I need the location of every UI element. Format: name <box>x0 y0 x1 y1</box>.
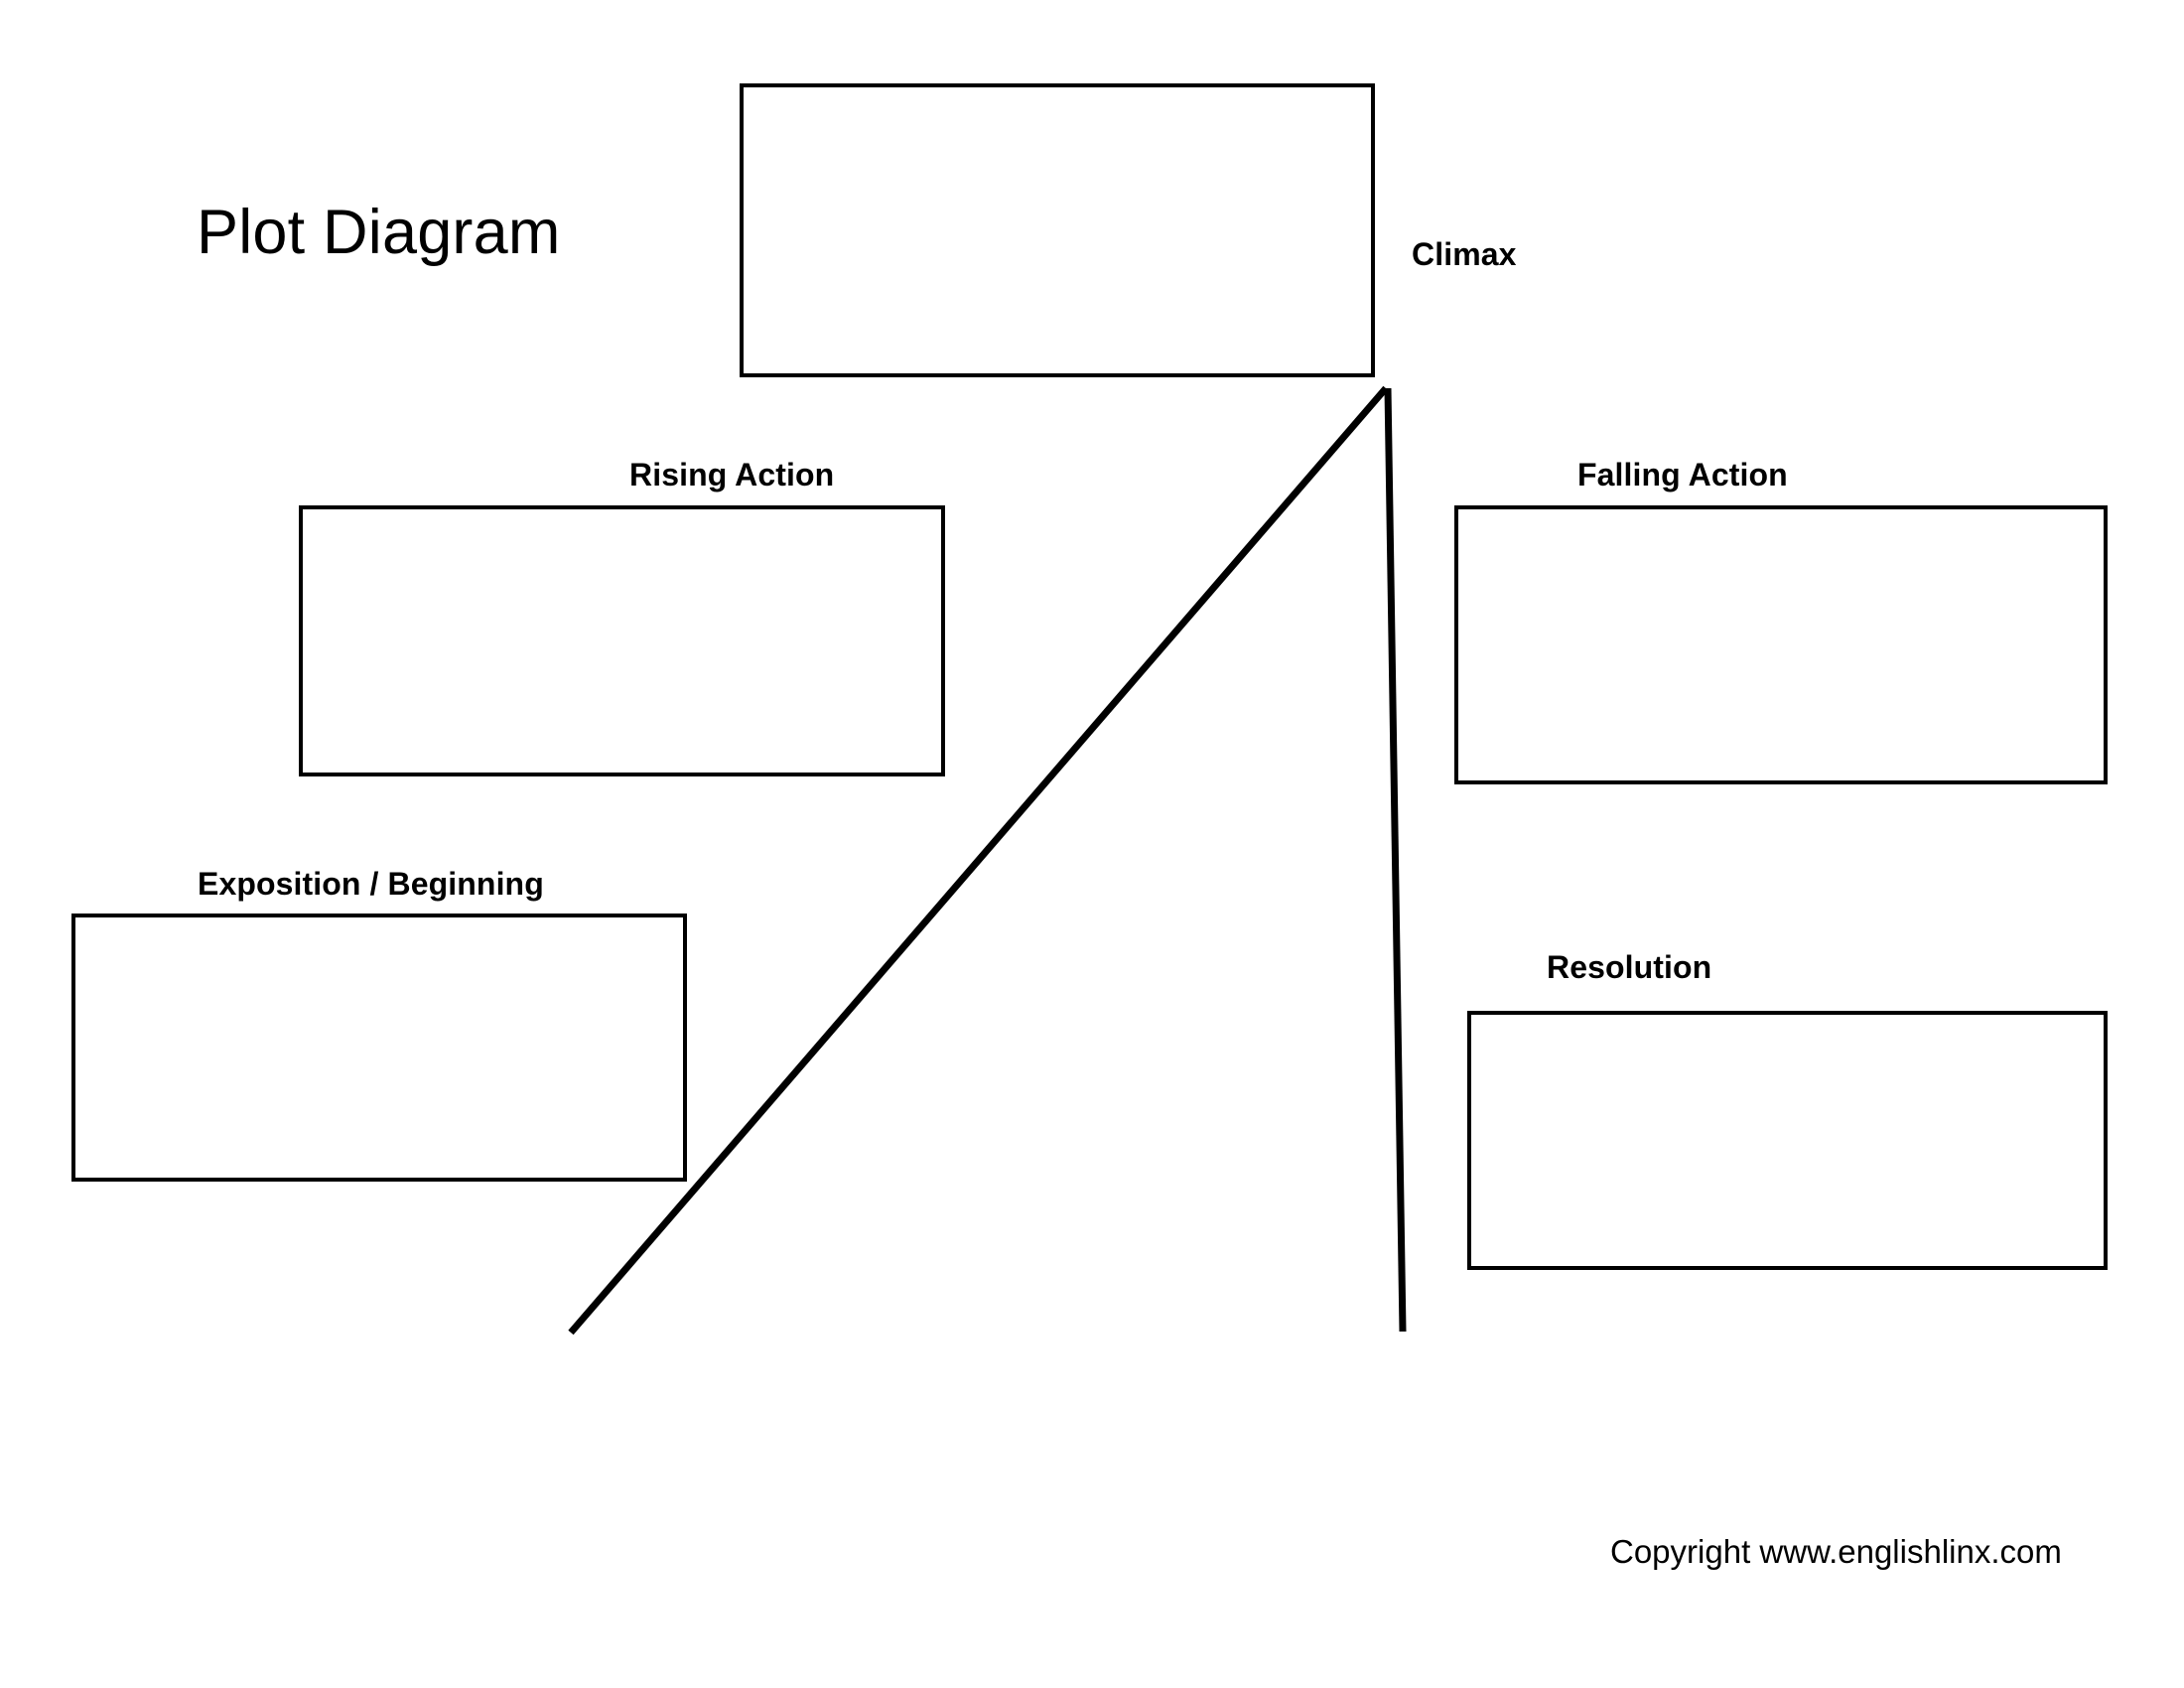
rising-action-label: Rising Action <box>629 457 835 492</box>
climax-answer-box[interactable] <box>740 83 1375 377</box>
rising-action-answer-box[interactable] <box>299 505 945 776</box>
falling-action-label: Falling Action <box>1577 457 1788 492</box>
falling-action-answer-box[interactable] <box>1454 505 2108 784</box>
falling-action-line <box>1384 387 1407 1333</box>
climax-label: Climax <box>1412 236 1517 272</box>
resolution-label: Resolution <box>1547 949 1712 985</box>
copyright-notice: Copyright www.englishlinx.com <box>1610 1533 2062 1570</box>
exposition-label: Exposition / Beginning <box>198 866 544 902</box>
exposition-answer-box[interactable] <box>71 914 687 1182</box>
page-title: Plot Diagram <box>197 198 561 267</box>
resolution-answer-box[interactable] <box>1467 1011 2108 1270</box>
